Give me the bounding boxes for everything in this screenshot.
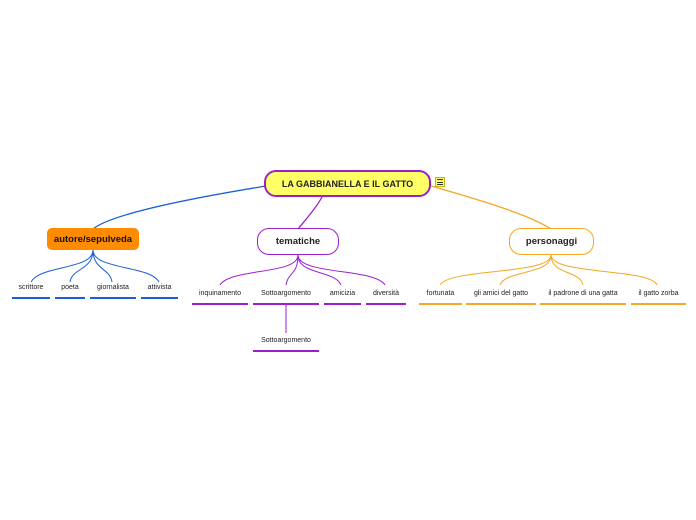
subtopic-poeta[interactable]: poeta: [55, 283, 85, 299]
subtopic-giornalista[interactable]: giornalista: [90, 283, 136, 299]
topic-tematiche[interactable]: tematiche: [257, 228, 339, 255]
topic-autore[interactable]: autore/sepulveda: [47, 228, 139, 250]
central-topic[interactable]: LA GABBIANELLA E IL GATTO: [264, 170, 431, 197]
subtopic-amicizia[interactable]: amicizia: [324, 289, 361, 305]
subtopic-amici-del-gatto[interactable]: gli amici del gatto: [466, 289, 536, 305]
topic-personaggi[interactable]: personaggi: [509, 228, 594, 255]
subtopic-scrittore[interactable]: scrittore: [12, 283, 50, 299]
subtopic-fortunata[interactable]: fortunata: [419, 289, 462, 305]
subtopic-inquinamento[interactable]: inquinamento: [192, 289, 248, 305]
link-root-personaggi: [430, 185, 552, 230]
subtopic-sottoargomento[interactable]: Sottoargomento: [253, 289, 319, 305]
subtopic-attivista[interactable]: attivista: [141, 283, 178, 299]
subtopic-padrone-gatta[interactable]: il padrone di una gatta: [540, 289, 626, 305]
hamburger-menu-icon[interactable]: [435, 177, 445, 187]
subtopic-sottoargomento-child[interactable]: Sottoargomento: [253, 336, 319, 352]
link-root-tematiche: [297, 196, 323, 230]
subtopic-diversita[interactable]: diversità: [366, 289, 406, 305]
link-root-autore: [92, 185, 267, 230]
subtopic-gatto-zorba[interactable]: il gatto zorba: [631, 289, 686, 305]
